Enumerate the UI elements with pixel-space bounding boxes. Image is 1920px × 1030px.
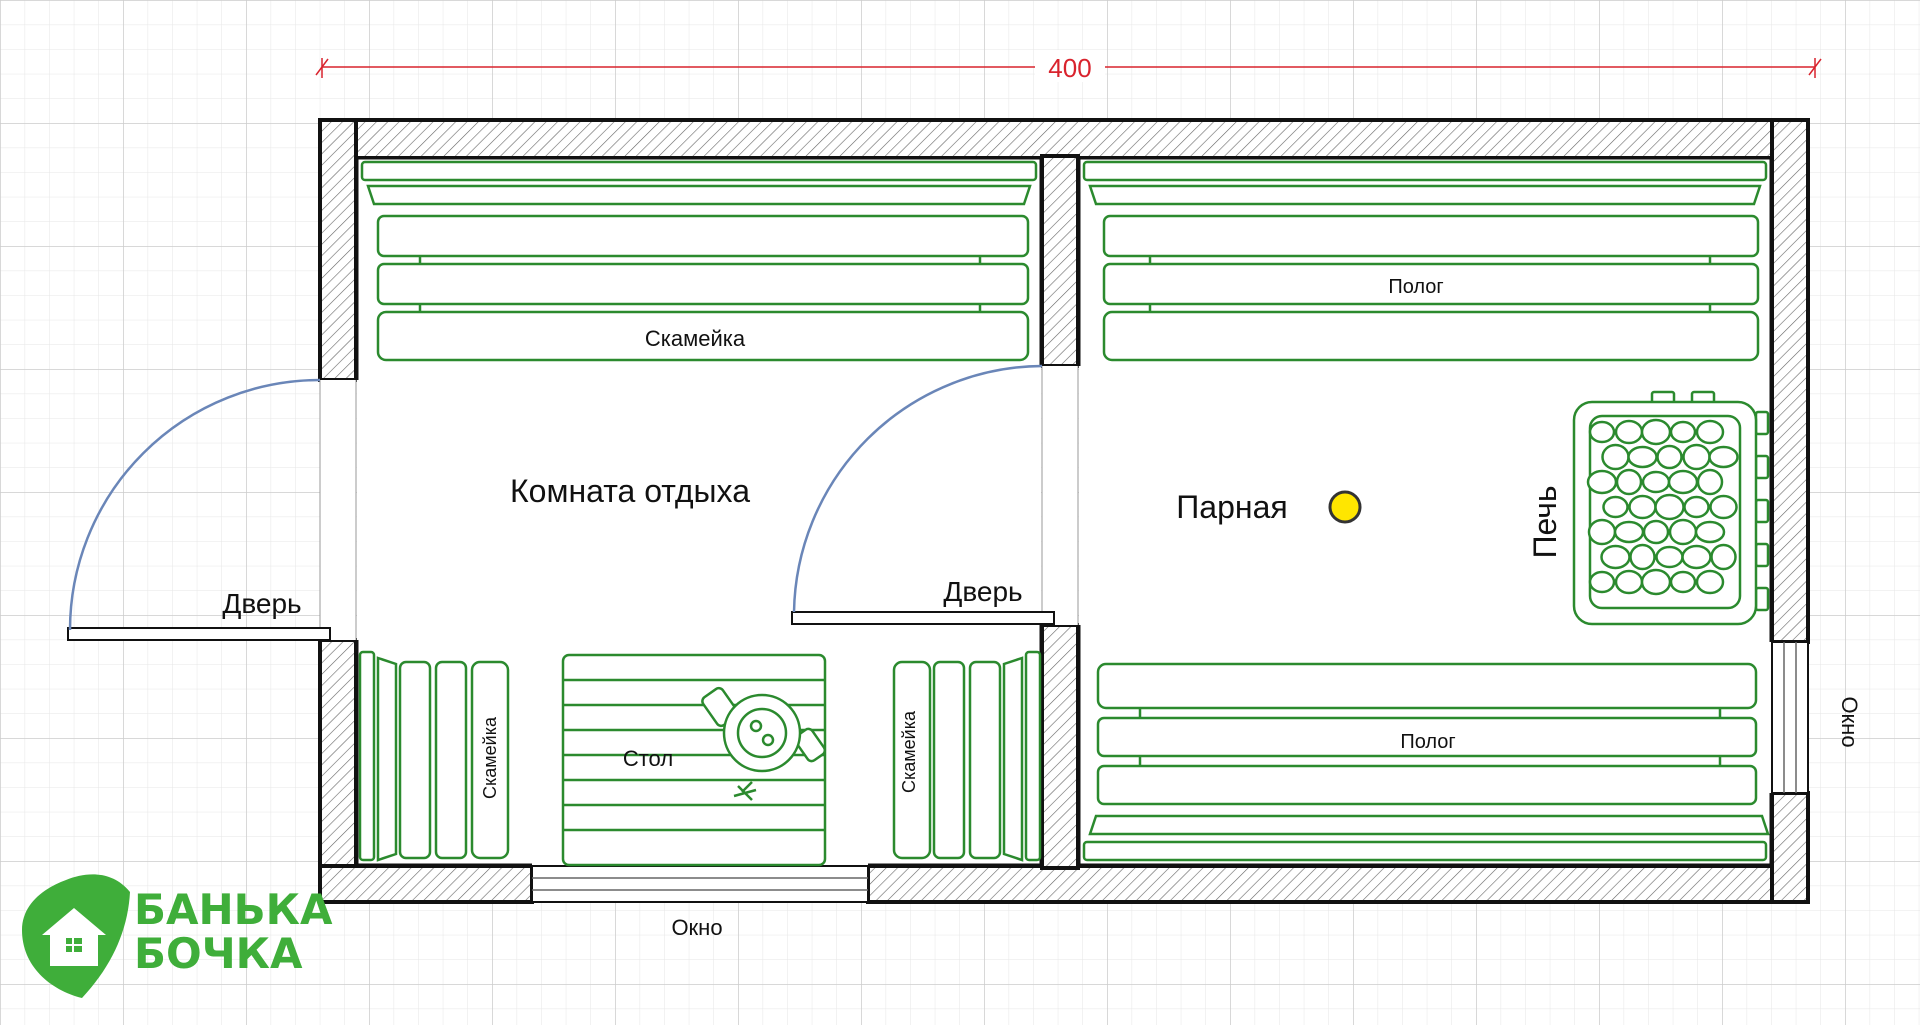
stone [1642,519,1670,545]
stone [1614,569,1644,595]
stone [1669,570,1697,594]
stone [1695,419,1725,445]
stone [1601,443,1630,471]
stone [1628,494,1657,520]
stove-stones [1586,418,1739,596]
shelf-top-label: Полог [1388,276,1443,298]
house-leaf-logo-icon [22,874,130,998]
stone [1600,544,1631,570]
stone [1694,520,1726,544]
door-outer-label: Дверь [222,588,301,619]
bench-right [892,650,1042,862]
logo-line-2: БОЧКА [134,929,303,978]
stone [1696,468,1724,496]
stone [1655,545,1684,569]
stone [1614,419,1644,445]
stone [1602,495,1629,519]
bench-right-label: Скамейка [899,710,919,793]
stone [1640,418,1672,446]
table-label: Стол [623,746,673,771]
door-inner[interactable] [791,364,1055,625]
stone [1668,518,1698,546]
stone [1615,468,1643,496]
stone [1627,445,1658,469]
stone [1640,568,1672,596]
dimension-line: 400 [315,50,1822,83]
lamp-icon [1328,490,1362,524]
door-inner-label: Дверь [943,576,1022,607]
steam-room-label: Парная [1176,489,1287,525]
bench-left-label: Скамейка [480,716,500,799]
shelf-bottom [1082,662,1770,862]
shelf-bottom-label: Полог [1400,731,1455,753]
dimension-value: 400 [1048,53,1091,83]
stove-label: Печь [1527,485,1563,558]
door-outer[interactable] [67,378,357,641]
window-right [1771,641,1809,794]
stone [1641,470,1671,494]
stone [1682,443,1711,471]
stone [1656,444,1683,470]
stone [1710,543,1737,571]
bench-top [360,160,1038,362]
bench-left [358,650,510,862]
window-right-label: Окно [1837,696,1862,747]
stone [1695,569,1725,595]
rest-room-label: Комната отдыха [510,473,750,509]
stone [1613,520,1645,544]
round-table-icon [701,686,827,801]
window-bottom-label: Окно [671,915,722,940]
stone [1588,420,1616,444]
stone [1683,495,1710,519]
stone [1667,469,1699,495]
stone [1654,493,1685,521]
window-bottom [531,865,869,903]
logo-line-1: БАНЬКА [134,885,333,934]
stone [1586,469,1618,495]
stone [1681,544,1712,570]
shelf-top [1082,160,1768,362]
stone [1708,445,1739,469]
stone [1588,570,1616,594]
stone [1587,518,1617,546]
stone [1629,543,1656,571]
stone [1709,494,1738,520]
bench-top-label: Скамейка [645,326,746,351]
stone [1669,420,1697,444]
logo: БАНЬКА БОЧКА [22,874,333,998]
